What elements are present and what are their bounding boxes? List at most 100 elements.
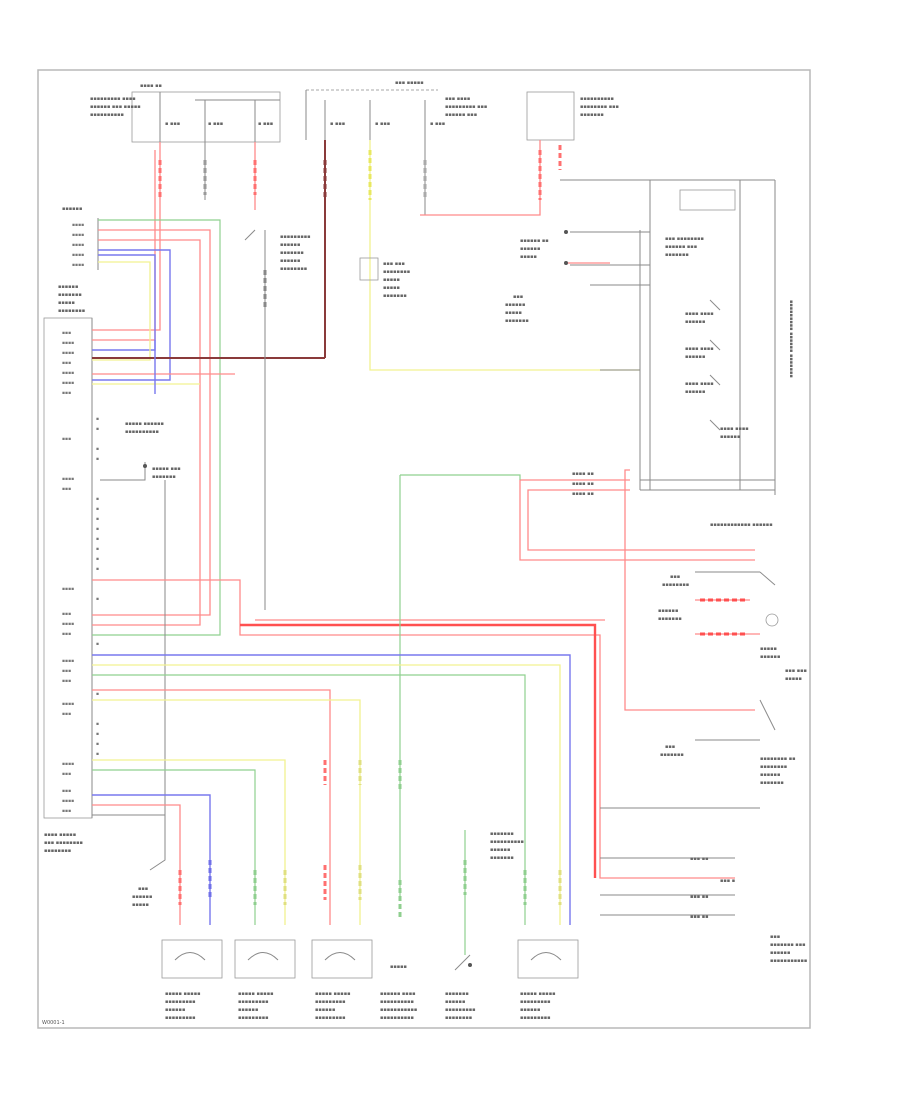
svg-text:▪▪▪▪▪▪▪▪: ▪▪▪▪▪▪▪▪ bbox=[445, 1015, 472, 1021]
svg-text:▪▪▪▪ ▪▪▪▪: ▪▪▪▪ ▪▪▪▪ bbox=[685, 346, 714, 352]
svg-text:▪▪▪▪▪▪▪▪: ▪▪▪▪▪▪▪▪ bbox=[280, 266, 307, 272]
bottom-sensor-5: ▪▪▪▪▪ ▪▪▪▪▪ ▪▪▪▪▪▪▪▪▪ ▪▪▪▪▪▪ ▪▪▪▪▪▪▪▪▪ bbox=[517, 939, 579, 1021]
svg-text:▪▪▪ ▪▪▪▪: ▪▪▪ ▪▪▪▪ bbox=[445, 96, 470, 102]
svg-text:▪▪▪▪ ▪▪▪▪: ▪▪▪▪ ▪▪▪▪ bbox=[720, 426, 749, 432]
svg-text:▪▪▪▪▪▪▪▪▪▪▪: ▪▪▪▪▪▪▪▪▪▪▪ bbox=[770, 958, 807, 964]
svg-text:▪▪▪▪ ▪▪: ▪▪▪▪ ▪▪ bbox=[140, 83, 162, 89]
svg-text:▪▪▪▪▪▪▪▪▪: ▪▪▪▪▪▪▪▪▪ bbox=[238, 1015, 269, 1021]
svg-text:▪▪▪▪▪▪ ▪▪▪: ▪▪▪▪▪▪ ▪▪▪ bbox=[445, 112, 477, 118]
bottom-sensor-3: ▪▪▪▪▪ ▪▪▪▪▪ ▪▪▪▪▪▪▪▪▪ ▪▪▪▪▪▪ ▪▪▪▪▪▪▪▪▪ bbox=[311, 939, 373, 1021]
svg-text:▪▪▪▪▪▪▪: ▪▪▪▪▪▪▪ bbox=[58, 292, 82, 298]
svg-text:▪▪▪▪▪▪▪▪: ▪▪▪▪▪▪▪▪ bbox=[58, 308, 85, 314]
svg-text:▪▪▪▪▪ ▪▪▪▪▪: ▪▪▪▪▪ ▪▪▪▪▪ bbox=[520, 991, 555, 997]
svg-text:▪▪▪▪: ▪▪▪▪ bbox=[62, 381, 74, 386]
left-top-connector: ▪▪▪▪▪▪ ▪▪▪▪ ▪▪▪▪ ▪▪▪▪ ▪▪▪▪ ▪▪▪▪ bbox=[62, 206, 99, 270]
svg-text:▪▪▪▪: ▪▪▪▪ bbox=[72, 223, 84, 228]
svg-text:▪▪▪: ▪▪▪ bbox=[665, 744, 675, 750]
svg-text:▪: ▪ bbox=[96, 527, 99, 532]
svg-text:▪▪▪▪▪▪: ▪▪▪▪▪▪ bbox=[490, 847, 510, 853]
svg-text:▪▪▪▪▪▪▪▪▪: ▪▪▪▪▪▪▪▪▪ bbox=[315, 999, 346, 1005]
svg-text:▪▪▪▪▪▪: ▪▪▪▪▪▪ bbox=[505, 302, 525, 308]
bottom-sensor-1: ▪▪▪▪▪ ▪▪▪▪▪ ▪▪▪▪▪▪▪▪▪ ▪▪▪▪▪▪ ▪▪▪▪▪▪▪▪▪ bbox=[161, 939, 223, 1021]
svg-text:▪▪▪▪: ▪▪▪▪ bbox=[72, 263, 84, 268]
svg-text:▪▪▪: ▪▪▪ bbox=[62, 331, 71, 336]
svg-text:▪▪▪▪▪▪: ▪▪▪▪▪▪ bbox=[58, 284, 78, 290]
svg-text:▪▪▪ ▪▪▪▪▪▪▪▪: ▪▪▪ ▪▪▪▪▪▪▪▪ bbox=[44, 840, 83, 846]
svg-text:▪▪▪▪▪▪ ▪▪▪ ▪▪▪▪▪: ▪▪▪▪▪▪ ▪▪▪ ▪▪▪▪▪ bbox=[90, 104, 141, 110]
svg-text:▪▪▪▪▪▪▪▪▪: ▪▪▪▪▪▪▪▪▪ bbox=[315, 1015, 346, 1021]
svg-text:▪▪▪▪▪▪▪: ▪▪▪▪▪▪▪ bbox=[280, 250, 304, 256]
svg-text:▪▪▪▪▪▪ ▪▪: ▪▪▪▪▪▪ ▪▪ bbox=[520, 238, 549, 244]
svg-text:▪▪▪▪▪▪▪▪▪▪▪: ▪▪▪▪▪▪▪▪▪▪▪ bbox=[380, 1007, 417, 1013]
svg-text:▪▪▪▪▪▪▪▪▪▪▪▪ ▪▪▪▪▪▪: ▪▪▪▪▪▪▪▪▪▪▪▪ ▪▪▪▪▪▪ bbox=[710, 522, 773, 528]
svg-text:▪▪▪▪▪▪: ▪▪▪▪▪▪ bbox=[520, 246, 540, 252]
svg-text:▪▪▪▪▪▪▪▪: ▪▪▪▪▪▪▪▪ bbox=[760, 764, 787, 770]
svg-text:▪▪▪▪▪▪: ▪▪▪▪▪▪ bbox=[760, 654, 780, 660]
svg-text:▪▪▪▪▪▪▪: ▪▪▪▪▪▪▪ bbox=[658, 616, 682, 622]
svg-text:▪▪▪▪▪▪: ▪▪▪▪▪▪ bbox=[280, 242, 300, 248]
svg-text:▪▪▪▪▪: ▪▪▪▪▪ bbox=[390, 964, 407, 970]
svg-text:▪▪▪▪▪▪: ▪▪▪▪▪▪ bbox=[165, 1007, 185, 1013]
svg-text:▪▪▪▪▪▪▪▪▪▪: ▪▪▪▪▪▪▪▪▪▪ bbox=[380, 1015, 414, 1021]
svg-text:▪: ▪ bbox=[96, 547, 99, 552]
svg-text:▪▪▪▪▪▪▪▪▪▪: ▪▪▪▪▪▪▪▪▪▪ bbox=[125, 429, 159, 435]
center-switch: ▪▪▪▪▪ ▪▪▪▪▪▪ ▪▪▪▪▪▪▪▪▪▪ ▪▪▪▪▪ ▪▪▪ ▪▪▪▪▪▪… bbox=[100, 421, 181, 908]
svg-text:▪▪▪: ▪▪▪ bbox=[62, 809, 71, 814]
svg-text:▪: ▪ bbox=[96, 537, 99, 542]
bottom-sensor-4: ▪▪▪▪▪ ▪▪▪▪▪▪ ▪▪▪▪ ▪▪▪▪▪▪▪▪▪▪ ▪▪▪▪▪▪▪▪▪▪▪… bbox=[380, 964, 417, 1021]
svg-text:▪▪▪▪▪▪: ▪▪▪▪▪▪ bbox=[685, 354, 705, 360]
svg-text:▪: ▪ bbox=[96, 642, 99, 647]
svg-text:▪▪▪▪: ▪▪▪▪ bbox=[72, 233, 84, 238]
svg-text:▪▪▪▪▪: ▪▪▪▪▪ bbox=[760, 646, 777, 652]
wires-top-center: ▪▪▪ ▪▪▪ ▪▪▪▪▪▪▪▪ ▪▪▪▪▪ ▪▪▪▪▪ ▪▪▪▪▪▪▪ ▪▪▪… bbox=[244, 140, 640, 610]
svg-text:▪▪▪▪▪▪▪: ▪▪▪▪▪▪▪ bbox=[760, 780, 784, 786]
svg-text:▪▪▪▪ ▪▪▪▪▪: ▪▪▪▪ ▪▪▪▪▪ bbox=[44, 832, 76, 838]
svg-text:▪▪▪▪: ▪▪▪▪ bbox=[62, 371, 74, 376]
svg-text:▪▪▪▪▪▪▪▪▪: ▪▪▪▪▪▪▪▪▪ bbox=[520, 1015, 551, 1021]
svg-text:▪▪▪▪: ▪▪▪▪ bbox=[62, 587, 74, 592]
svg-text:▪▪▪▪▪▪: ▪▪▪▪▪▪ bbox=[62, 206, 82, 212]
svg-text:▪▪▪▪: ▪▪▪▪ bbox=[62, 341, 74, 346]
svg-text:▪: ▪ bbox=[96, 732, 99, 737]
svg-text:▪▪▪▪▪▪▪▪▪▪: ▪▪▪▪▪▪▪▪▪▪ bbox=[490, 839, 524, 845]
svg-text:▪▪▪▪▪▪: ▪▪▪▪▪▪ bbox=[238, 1007, 258, 1013]
svg-text:▪: ▪ bbox=[96, 497, 99, 502]
svg-text:▪: ▪ bbox=[96, 567, 99, 572]
svg-text:▪▪▪: ▪▪▪ bbox=[62, 789, 71, 794]
svg-text:▪ ▪▪▪: ▪ ▪▪▪ bbox=[430, 121, 445, 127]
svg-text:▪: ▪ bbox=[96, 692, 99, 697]
svg-text:▪▪▪: ▪▪▪ bbox=[62, 669, 71, 674]
svg-text:▪▪▪▪▪: ▪▪▪▪▪ bbox=[58, 300, 75, 306]
svg-text:▪▪▪▪: ▪▪▪▪ bbox=[62, 702, 74, 707]
svg-text:▪▪▪▪▪▪: ▪▪▪▪▪▪ bbox=[132, 894, 152, 900]
svg-text:▪▪▪▪▪: ▪▪▪▪▪ bbox=[520, 254, 537, 260]
svg-text:▪▪▪▪▪▪▪▪▪: ▪▪▪▪▪▪▪▪▪ bbox=[445, 1007, 476, 1013]
svg-text:▪▪▪▪▪▪▪▪▪: ▪▪▪▪▪▪▪▪▪ bbox=[238, 999, 269, 1005]
svg-text:▪: ▪ bbox=[96, 447, 99, 452]
svg-text:▪▪▪: ▪▪▪ bbox=[62, 361, 71, 366]
right-module: ▪▪▪▪▪▪ ▪▪ ▪▪▪▪▪▪ ▪▪▪▪▪ ▪▪▪ ▪▪▪▪▪▪ ▪▪▪▪▪ … bbox=[505, 179, 794, 497]
svg-text:▪▪▪▪▪: ▪▪▪▪▪ bbox=[383, 277, 400, 283]
svg-text:▪▪▪▪▪▪▪▪▪▪: ▪▪▪▪▪▪▪▪▪▪ bbox=[90, 112, 124, 118]
svg-text:▪▪▪▪: ▪▪▪▪ bbox=[62, 799, 74, 804]
svg-text:▪▪▪▪▪: ▪▪▪▪▪ bbox=[383, 285, 400, 291]
svg-text:▪▪▪▪ ▪▪: ▪▪▪▪ ▪▪ bbox=[572, 481, 594, 487]
svg-text:▪▪▪▪▪▪: ▪▪▪▪▪▪ bbox=[520, 1007, 540, 1013]
svg-text:▪▪▪▪▪: ▪▪▪▪▪ bbox=[132, 902, 149, 908]
svg-text:▪▪▪: ▪▪▪ bbox=[62, 679, 71, 684]
svg-text:▪▪▪▪▪▪▪▪▪: ▪▪▪▪▪▪▪▪▪ bbox=[165, 999, 196, 1005]
svg-text:▪▪▪▪▪▪▪▪: ▪▪▪▪▪▪▪▪ bbox=[383, 269, 410, 275]
svg-text:▪▪▪▪▪▪▪: ▪▪▪▪▪▪▪ bbox=[490, 855, 514, 861]
svg-text:▪▪▪▪▪▪▪▪▪ ▪▪▪▪: ▪▪▪▪▪▪▪▪▪ ▪▪▪▪ bbox=[90, 96, 136, 102]
svg-text:▪▪▪▪▪: ▪▪▪▪▪ bbox=[505, 310, 522, 316]
svg-text:▪▪▪ ▪▪: ▪▪▪ ▪▪ bbox=[690, 894, 709, 900]
fuse-block-left: ▪▪▪▪ ▪▪ ▪▪▪▪▪▪▪▪▪ ▪▪▪▪ ▪▪▪▪▪▪ ▪▪▪ ▪▪▪▪▪ … bbox=[90, 83, 281, 143]
svg-text:▪▪▪▪▪▪: ▪▪▪▪▪▪ bbox=[770, 950, 790, 956]
svg-text:▪▪▪▪▪▪: ▪▪▪▪▪▪ bbox=[445, 999, 465, 1005]
svg-text:▪: ▪ bbox=[96, 557, 99, 562]
svg-text:▪▪▪▪▪ ▪▪▪▪▪: ▪▪▪▪▪ ▪▪▪▪▪ bbox=[165, 991, 200, 997]
svg-text:▪▪▪▪▪▪▪▪▪: ▪▪▪▪▪▪▪▪▪ bbox=[165, 1015, 196, 1021]
svg-text:▪▪▪▪▪▪▪: ▪▪▪▪▪▪▪ bbox=[580, 112, 604, 118]
svg-text:▪▪▪: ▪▪▪ bbox=[62, 391, 71, 396]
